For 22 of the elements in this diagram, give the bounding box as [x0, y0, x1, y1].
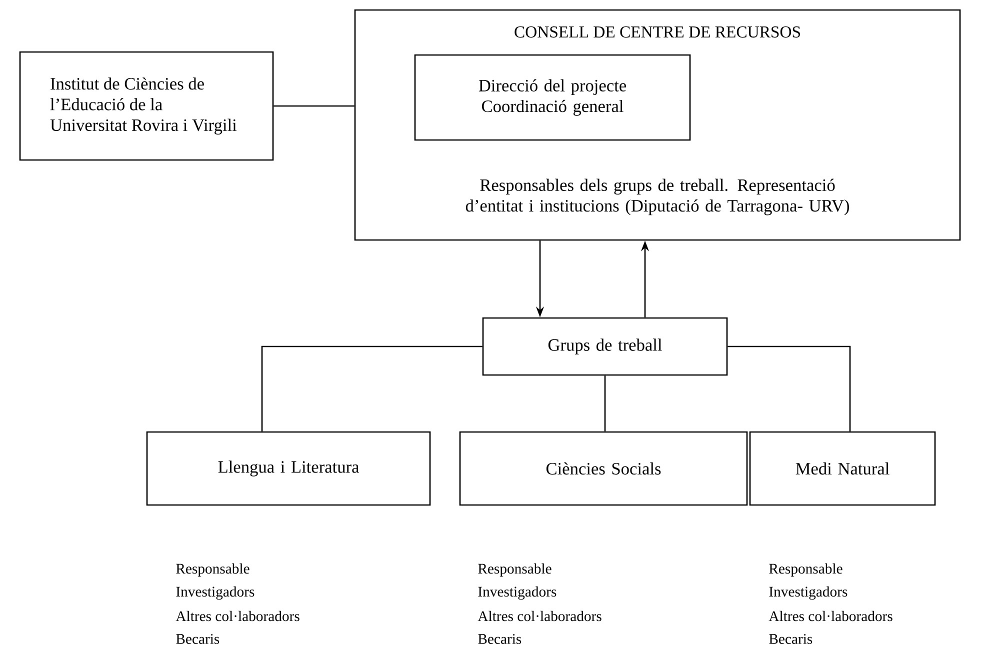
list-item: Responsable — [769, 563, 842, 577]
topic-box: Llengua i Literatura — [146, 431, 431, 506]
list-item: Becaris — [176, 634, 220, 644]
list-item: Responsable — [176, 563, 250, 577]
group-box: Grups de treball — [482, 317, 728, 376]
list-item: Becaris — [769, 634, 812, 644]
list-item: Becaris — [478, 634, 522, 644]
direction-box: Direcció del projecte Coordinació general — [414, 54, 691, 141]
list-item: Investigadors — [176, 586, 254, 600]
connector — [728, 346, 851, 432]
list-item: Altres col·laboradors — [176, 610, 300, 622]
list-item: Altres col·laboradors — [768, 610, 892, 622]
topic-box: Medi Natural — [749, 431, 936, 506]
list-item: Investigadors — [478, 586, 556, 600]
topic-box: Ciències Socials — [459, 431, 748, 506]
connector — [274, 105, 354, 107]
institute-box: Institut de Ciències de l’Educació de la Universitat Rovira i Virgili — [19, 51, 274, 161]
list-item: Responsable — [478, 563, 552, 577]
connector — [261, 346, 482, 432]
connector — [604, 376, 606, 432]
list-item: Investigadors — [769, 586, 848, 600]
list-item: Altres col·laboradors — [478, 610, 602, 622]
